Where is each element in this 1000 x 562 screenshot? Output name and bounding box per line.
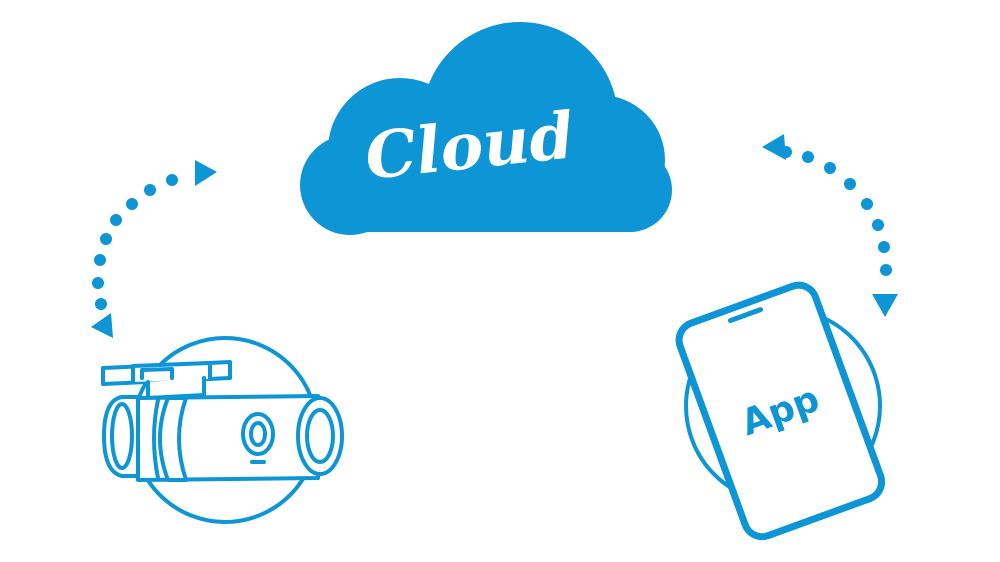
- connector-dots: [780, 146, 892, 276]
- dashcam-icon: [101, 336, 344, 524]
- arrow-head-icon: [872, 294, 898, 317]
- arrow-head-icon: [762, 134, 786, 160]
- cloud-icon: Cloud: [300, 22, 672, 235]
- smartphone-icon: App: [675, 281, 886, 541]
- connector-cloud-phone: [762, 134, 898, 317]
- arrow-head-icon: [91, 313, 113, 338]
- connector-camera-cloud: [91, 160, 217, 338]
- arrow-head-icon: [195, 160, 217, 186]
- connector-dots: [92, 174, 178, 310]
